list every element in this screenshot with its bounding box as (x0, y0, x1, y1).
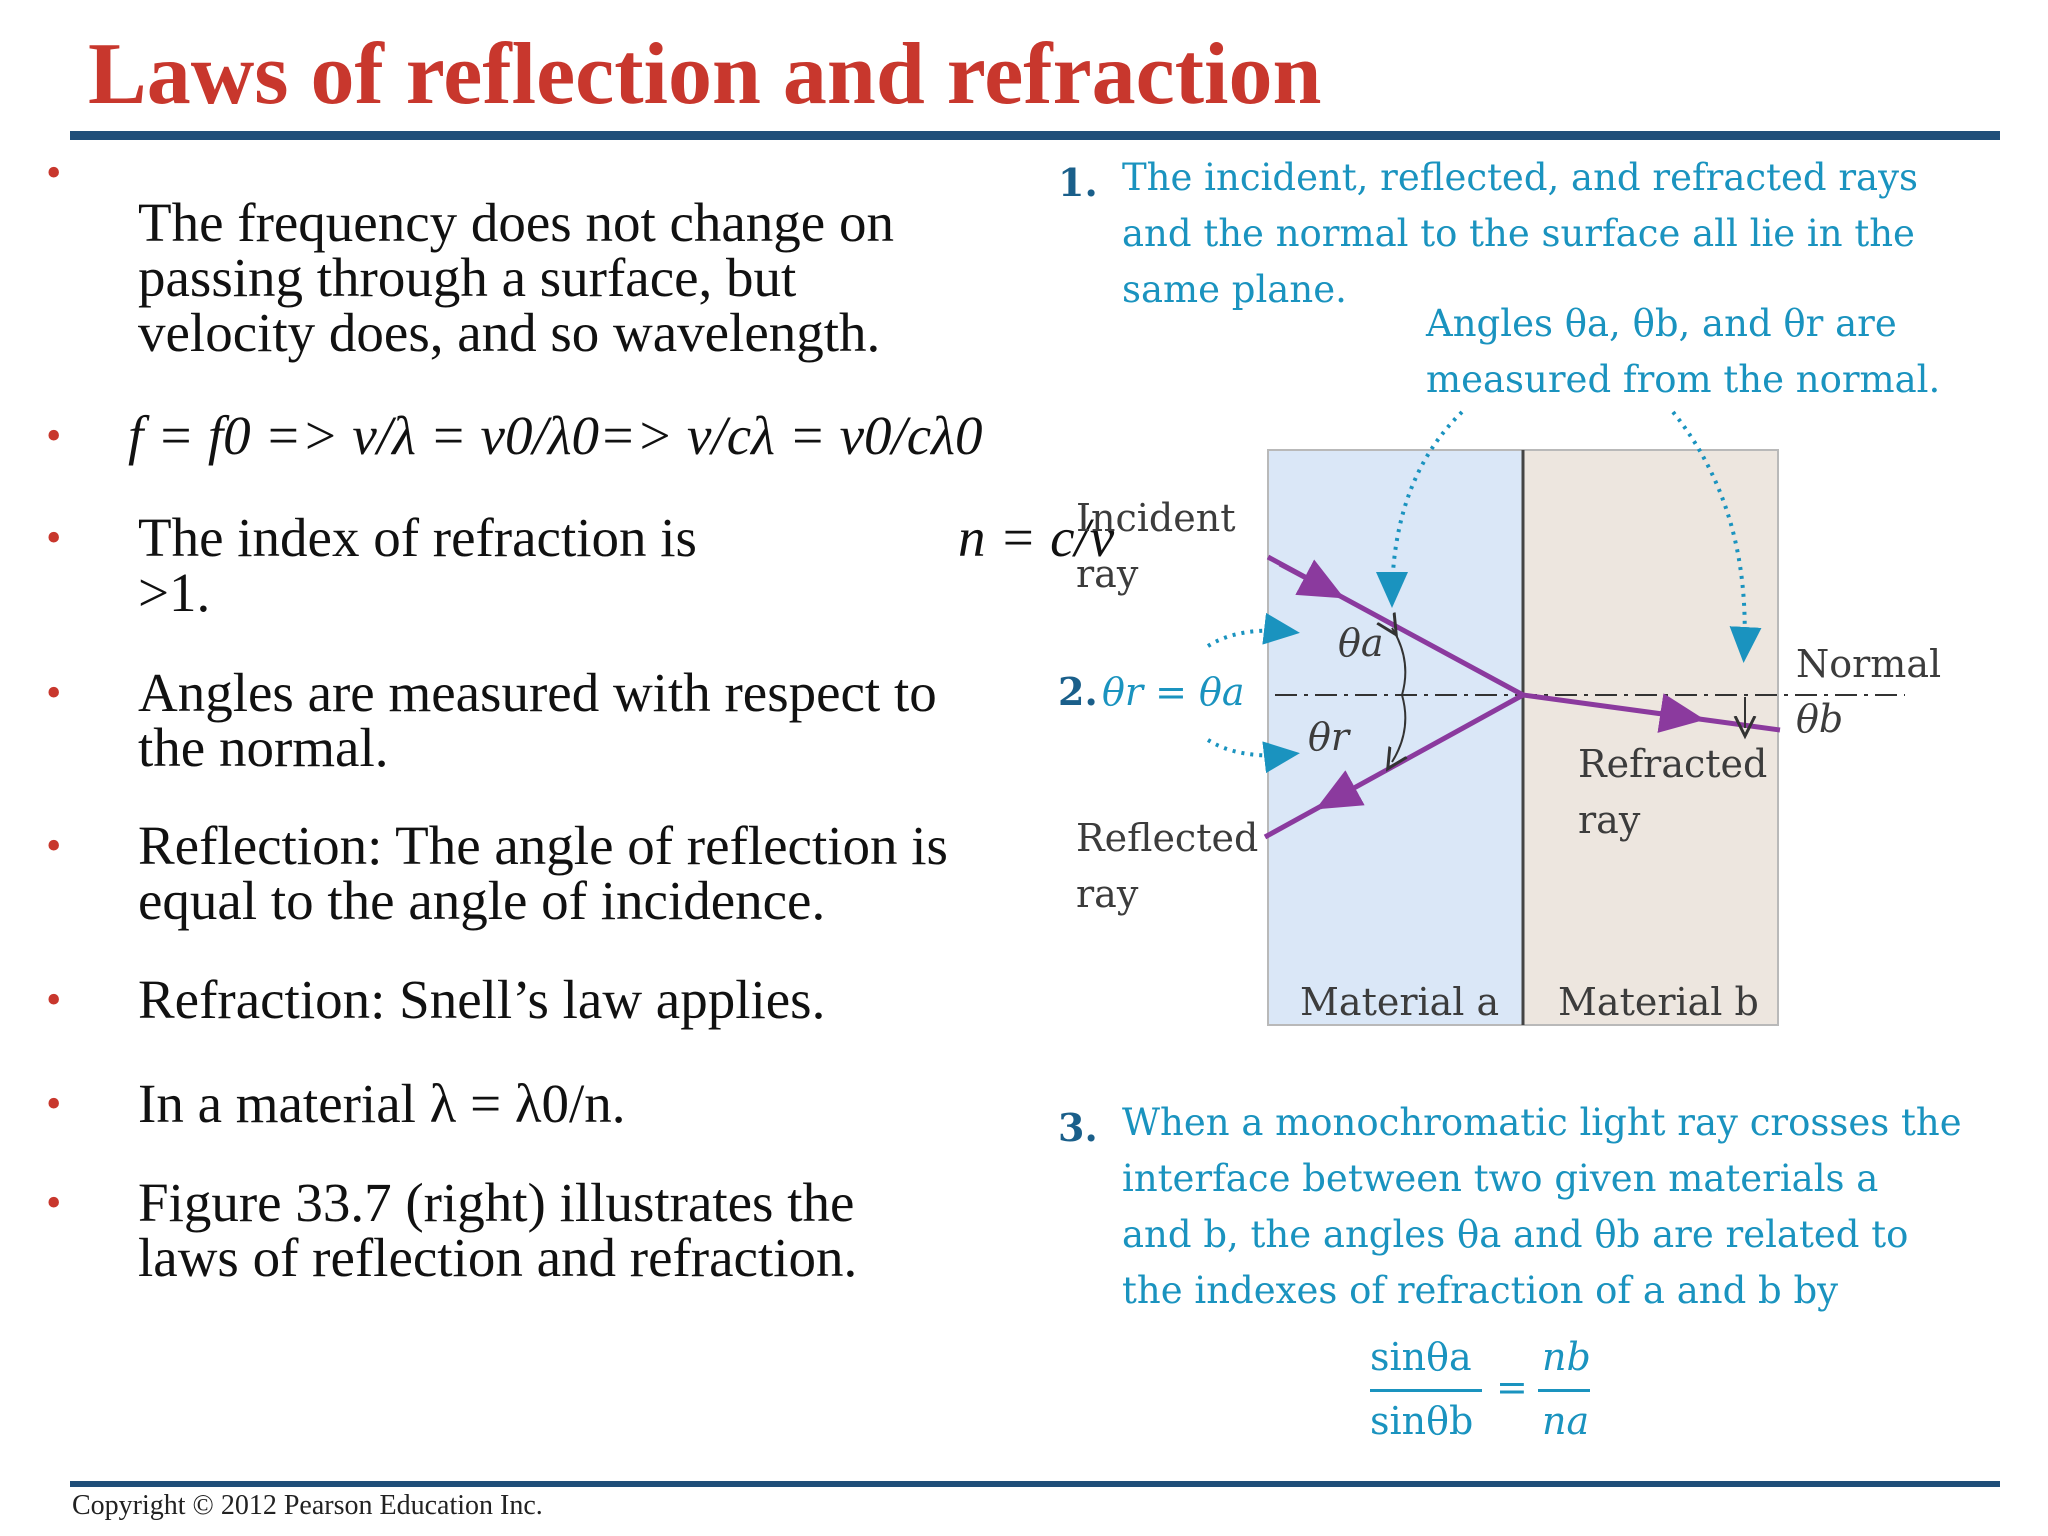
bullet-material: In a material λ = λ0/n. (138, 1073, 626, 1134)
reflected-ray-label: Reflected ray (1076, 816, 1259, 916)
formula-denominator-2: na (1542, 1399, 1590, 1443)
bullet-dot: • (46, 1079, 62, 1128)
theta-b-label: θb (1796, 697, 1843, 741)
bullet-dot: • (46, 821, 62, 870)
step-3-number: 3. (1058, 1105, 1098, 1150)
title-rule (70, 131, 2000, 140)
incident-ray-arrow (1278, 559, 1345, 599)
theta-r-label: θr (1308, 715, 1352, 759)
bullet-dot: • (46, 1178, 62, 1227)
theta-a-label: θa (1338, 621, 1384, 665)
formula-denominator-1: sinθb (1370, 1399, 1474, 1443)
formula-equals: = (1496, 1365, 1528, 1409)
bullet-frequency: The frequency does not change on passing… (138, 192, 894, 363)
bullet-refraction: Refraction: Snell’s law applies. (138, 969, 826, 1030)
step-1-caption: The incident, reflected, and refracted r… (1122, 156, 1918, 311)
reflected-ray-arrow (1315, 770, 1365, 810)
fraction-bar-1 (1370, 1389, 1482, 1392)
step-3-caption: When a monochromatic light ray crosses t… (1122, 1101, 1962, 1312)
theta-r-arc (1392, 694, 1405, 762)
incident-ray-label: Incident ray (1076, 496, 1236, 596)
bullet-figure-ref: Figure 33.7 (right) illustrates the laws… (138, 1172, 858, 1288)
bullet-angles: Angles are measured with respect to the … (138, 662, 937, 778)
bullet-index: The index of refraction is >1. n = c/v (138, 507, 1115, 623)
bullet-dot: • (46, 513, 62, 562)
copyright-text: Copyright © 2012 Pearson Education Inc. (72, 1490, 543, 1521)
bullet-reflection: Reflection: The angle of reflection is e… (138, 815, 948, 931)
bullet-dot: • (46, 975, 62, 1024)
step-2-text: θr = θa (1102, 670, 1245, 714)
material-b-label: Material b (1558, 980, 1759, 1024)
angles-note: Angles θa, θb, and θr are measured from … (1426, 302, 1941, 401)
footer-rule (70, 1481, 2000, 1487)
figure-33-7: 1. The incident, reflected, and refracte… (1040, 150, 2040, 1480)
theta-a-arc (1392, 628, 1407, 696)
slide-title: Laws of reflection and refraction (88, 26, 1322, 123)
refracted-ray-arrow (1657, 693, 1705, 733)
bullet-dot: • (46, 148, 62, 197)
bullet-dot: • (46, 411, 62, 460)
bullet-dot: • (46, 668, 62, 717)
material-a-label: Material a (1300, 980, 1499, 1024)
normal-label: Normal (1796, 642, 1941, 686)
material-a-panel (1267, 449, 1524, 1026)
step-1-number: 1. (1058, 160, 1098, 205)
formula-numerator-2: nb (1542, 1335, 1591, 1379)
bullet-formula: f = f0 => v/λ = v0/λ0=> v/cλ = v0/cλ0 (128, 405, 983, 466)
refracted-ray-label: Refracted ray (1578, 742, 1768, 842)
reflection-diagram: θa θr θb Normal Material a Material b 2.… (1058, 410, 1941, 1026)
step-2-number: 2. (1058, 669, 1098, 714)
snell-formula: sinθa sinθb = nb na (1370, 1335, 1670, 1455)
fraction-bar-2 (1538, 1389, 1590, 1392)
formula-numerator-1: sinθa (1370, 1335, 1472, 1379)
bullet-list: • The frequency does not change on passi… (0, 0, 1115, 1300)
